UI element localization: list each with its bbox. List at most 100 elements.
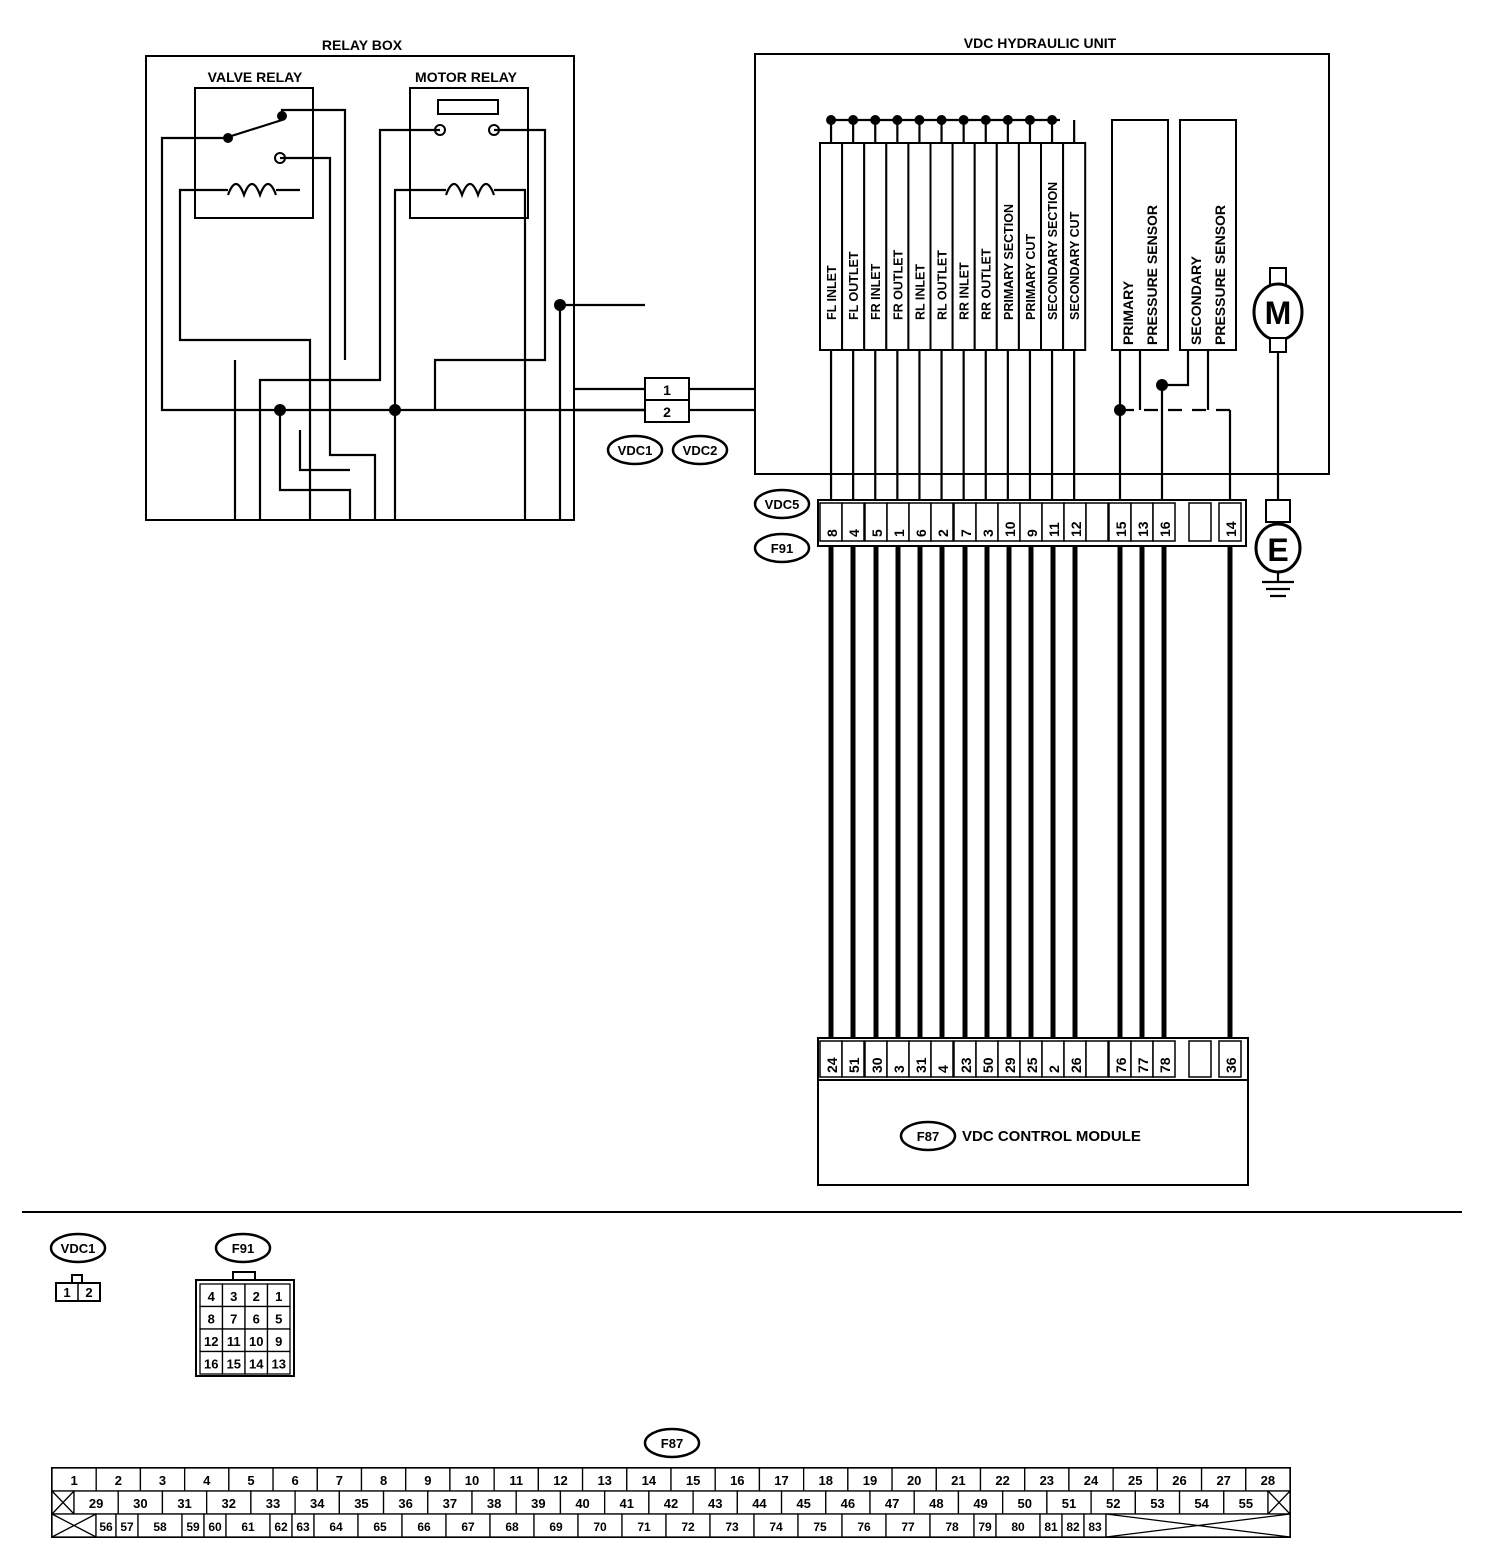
- valve-label: RR INLET: [958, 262, 972, 320]
- f87-label: F87: [917, 1129, 939, 1144]
- f87-legend-pin: 74: [769, 1520, 783, 1534]
- f87-legend-pin: 19: [863, 1473, 877, 1488]
- f87-pin: 30: [869, 1057, 885, 1073]
- f87-legend-pin: 63: [296, 1520, 310, 1534]
- f87-legend-pin: 83: [1088, 1520, 1102, 1534]
- f87-legend-pin: 35: [354, 1496, 368, 1511]
- f87-legend-pin: 73: [725, 1520, 739, 1534]
- f87-legend-pin: 39: [531, 1496, 545, 1511]
- f87-legend-pin: 60: [208, 1520, 222, 1534]
- f87-pin: 50: [980, 1057, 996, 1073]
- f87-pin: 24: [824, 1057, 840, 1073]
- vdc5-label: VDC5: [765, 497, 800, 512]
- f87-legend-pin: 79: [978, 1520, 992, 1534]
- f87-legend-pin: 50: [1018, 1496, 1032, 1511]
- f91-legend-pin: 2: [253, 1289, 260, 1304]
- motor-relay-coil: [444, 182, 496, 199]
- vdc2-badge: [671, 434, 729, 466]
- vdc1-pin-2: 2: [663, 404, 671, 420]
- relay-box: RELAY BOX VALVE RELAY MOTOR RELAY: [145, 37, 575, 521]
- vdc1-label: VDC1: [618, 443, 653, 458]
- f91-label: F91: [771, 541, 793, 556]
- f91-legend-pin: 6: [253, 1312, 260, 1327]
- valve-label: SECONDARY SECTION: [1046, 182, 1060, 320]
- motor-label: M: [1265, 295, 1292, 331]
- vdc5-pin: 1: [891, 529, 907, 537]
- f87-legend-pin: 38: [487, 1496, 501, 1511]
- f87-pin: 51: [846, 1057, 862, 1073]
- vdc5-pin-cell: [930, 502, 954, 542]
- f87-legend-pin: 13: [597, 1473, 611, 1488]
- f87-legend-pin: 69: [549, 1520, 563, 1534]
- f87-legend-pin: 33: [266, 1496, 280, 1511]
- f87-legend-pin: 46: [841, 1496, 855, 1511]
- f87-legend-pin: 42: [664, 1496, 678, 1511]
- legend-vdc1-pin-2: 2: [85, 1285, 92, 1300]
- f87-legend-pin: 66: [417, 1520, 431, 1534]
- splice-dot: [848, 115, 859, 125]
- f87-legend-pin: 15: [686, 1473, 700, 1488]
- f87-legend-pin: 72: [681, 1520, 695, 1534]
- f87-legend-pin: 8: [380, 1473, 387, 1488]
- f87-legend-pin: 37: [443, 1496, 457, 1511]
- f87-legend-pin: 25: [1128, 1473, 1142, 1488]
- f91-legend-pin: 14: [249, 1357, 264, 1372]
- f87-legend-pin: 77: [901, 1520, 915, 1534]
- f87-legend-pin: 29: [89, 1496, 103, 1511]
- f91-legend-pin: 12: [204, 1334, 218, 1349]
- f87-legend-pin: 16: [730, 1473, 744, 1488]
- f87-legend-pin: 32: [222, 1496, 236, 1511]
- f87-legend-pin: 6: [292, 1473, 299, 1488]
- valve-label: PRIMARY CUT: [1024, 234, 1038, 320]
- splice-dot: [1024, 115, 1035, 125]
- splice-dot: [892, 115, 903, 125]
- f87-legend-pin: 3: [159, 1473, 166, 1488]
- f87-pin: 25: [1024, 1057, 1040, 1073]
- f87-legend-pin: 43: [708, 1496, 722, 1511]
- f87-badge: [899, 1120, 957, 1152]
- f91-legend-pin: 5: [275, 1312, 282, 1327]
- f87-pin-cell: [841, 1040, 865, 1078]
- f87-legend-pin: 24: [1084, 1473, 1099, 1488]
- f87-legend-pin: 54: [1194, 1496, 1209, 1511]
- valve-label: PRIMARY SECTION: [1002, 204, 1016, 320]
- valve-label: FL INLET: [825, 265, 839, 320]
- legend-f91-label: F91: [232, 1241, 254, 1256]
- legend-f87-label: F87: [661, 1436, 683, 1451]
- f91-legend-pin: 1: [275, 1289, 282, 1304]
- f91-legend-pin: 11: [227, 1334, 241, 1349]
- f87-legend-pin: 1: [70, 1473, 77, 1488]
- vdc5-pin-cell: [1152, 502, 1176, 542]
- f87-legend-pin: 30: [133, 1496, 147, 1511]
- f87-pin: 31: [913, 1057, 929, 1073]
- f91-legend-pin: 3: [230, 1289, 237, 1304]
- splice-dot: [826, 115, 837, 125]
- f87-legend-pin: 68: [505, 1520, 519, 1534]
- vdc1-badge: [606, 434, 664, 466]
- f87-legend-pin: 27: [1216, 1473, 1230, 1488]
- primary-pressure-sensor: [1111, 119, 1169, 351]
- vdc5-pin-cell: [841, 502, 865, 542]
- valve-relay-switch: [224, 118, 283, 140]
- f87-pin: 77: [1135, 1057, 1151, 1073]
- valve-relay-coil: [226, 182, 278, 199]
- secondary-sensor-line1: SECONDARY: [1188, 255, 1204, 345]
- f87-legend-pin: 58: [153, 1520, 167, 1534]
- secondary-sensor-line2: PRESSURE SENSOR: [1212, 205, 1228, 345]
- f87-pin: 4: [935, 1065, 951, 1073]
- f87-legend-pin: 61: [241, 1520, 255, 1534]
- f87-legend-pin: 76: [857, 1520, 871, 1534]
- f87-legend-pin: 45: [796, 1496, 810, 1511]
- f87-legend-pin: 21: [951, 1473, 965, 1488]
- f91-legend-pin: 9: [275, 1334, 282, 1349]
- vdc5-pin-cell: [1188, 502, 1212, 542]
- f87-legend-pin: 59: [186, 1520, 200, 1534]
- valve-label: FR OUTLET: [891, 250, 905, 320]
- vdc5-pin-cell: [1218, 502, 1242, 542]
- valve-label: RL INLET: [913, 264, 927, 320]
- vdc1-pin-1: 1: [663, 382, 671, 398]
- f87-legend-pin: 4: [203, 1473, 211, 1488]
